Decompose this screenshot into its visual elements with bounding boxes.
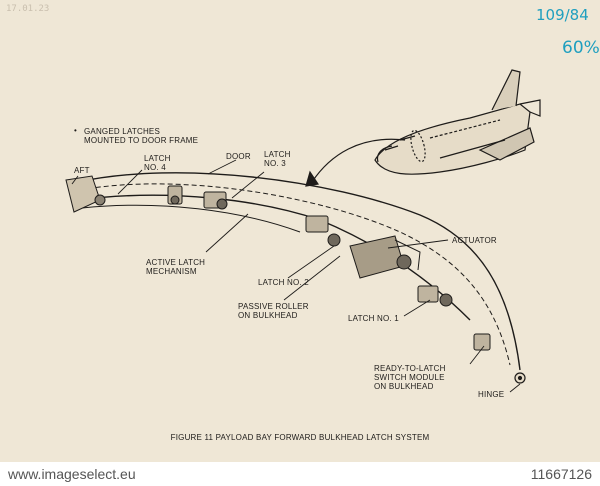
document-sheet: 109/84 60% 17.01.23 • GANGED LATCHES MOU…: [0, 0, 600, 462]
label-latch-no-3: LATCH NO. 3: [264, 150, 291, 168]
space-shuttle-icon: [374, 69, 541, 175]
label-door: DOOR: [226, 152, 251, 161]
pointer-arrow-icon: [305, 138, 406, 187]
actuator-mechanism: [349, 235, 421, 279]
leader-lines: [71, 159, 521, 393]
footer-image-id: 11667126: [530, 466, 592, 482]
latch-diagram: [65, 69, 541, 393]
label-latch-no-2: LATCH NO. 2: [258, 278, 309, 287]
label-passive-roller: PASSIVE ROLLER ON BULKHEAD: [238, 302, 309, 320]
handwritten-percent: 60%: [562, 38, 600, 58]
latch-no-4-mechanism: [167, 185, 183, 205]
aft-fitting: [65, 175, 106, 213]
door-frame-arc: [77, 172, 521, 371]
footer-site: www.imageselect.eu: [8, 466, 136, 482]
label-latch-no-1: LATCH NO. 1: [348, 314, 399, 323]
faint-stamp: 17.01.23: [6, 4, 50, 14]
watermark-footer: www.imageselect.eu 11667126: [0, 462, 600, 486]
label-aft: AFT: [74, 166, 90, 175]
note-bullet: •: [74, 126, 78, 135]
label-latch-no-4: LATCH NO. 4: [144, 154, 171, 172]
label-actuator: ACTUATOR: [452, 236, 497, 245]
latch-no-2-mechanism: [305, 215, 341, 247]
label-ready-to-latch: READY-TO-LATCH SWITCH MODULE ON BULKHEAD: [374, 364, 446, 391]
latch-no-1-mechanism: [417, 285, 453, 307]
handwritten-reference: 109/84: [536, 6, 589, 24]
ready-to-latch-switch-module: [473, 333, 491, 351]
label-active-latch-mechanism: ACTIVE LATCH MECHANISM: [146, 258, 206, 276]
ganged-latches-note: GANGED LATCHES MOUNTED TO DOOR FRAME: [84, 127, 199, 145]
figure-caption: FIGURE 11 PAYLOAD BAY FORWARD BULKHEAD L…: [170, 433, 430, 442]
latch-no-3-mechanism: [203, 191, 228, 210]
hinge-fitting: [514, 372, 526, 384]
label-hinge: HINGE: [478, 390, 505, 399]
